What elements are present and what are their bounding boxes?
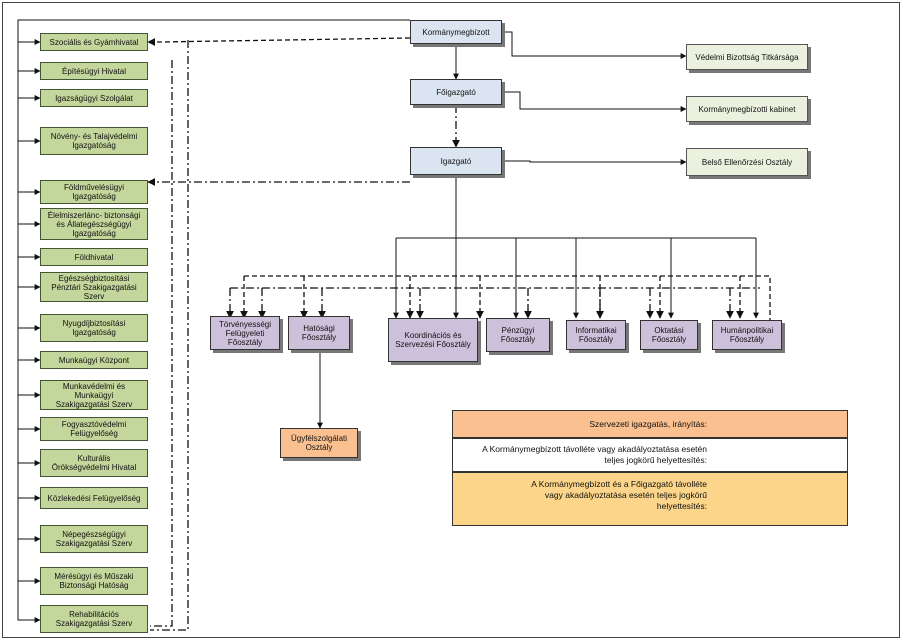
left-office-4: Földművelésügyi Igazgatóság [40, 180, 148, 204]
left-office-label: Szociális és Gyámhivatal [49, 37, 139, 47]
left-office-label: Igazságügyi Szolgálat [55, 93, 133, 103]
left-office-label: Mérésügyi és Műszaki Biztonsági Hatóság [54, 572, 134, 590]
ext-box-1: Kormánymegbízotti kabinet [686, 96, 808, 122]
department-4: Informatikai Főosztály [566, 320, 626, 350]
dashdot-left-trunk [150, 40, 189, 631]
left-office-0: Szociális és Gyámhivatal [40, 33, 148, 51]
department-0: Törvényességi Felügyeleti Főosztály [210, 316, 280, 350]
department-label: Koordinációs és Szervezési Főosztály [395, 331, 471, 349]
left-office-label: Kulturális Örökségvédelmi Hivatal [51, 454, 137, 472]
department-3: Pénzügyi Főosztály [486, 318, 550, 352]
left-office-label: Népegészségügyi Szakigazgatási Szerv [55, 530, 133, 548]
left-office-label: Közlekedési Felügyelőség [47, 493, 141, 503]
left-office-10: Munkavédelmi és Munkaügyi Szakigazgatási… [40, 380, 148, 410]
legend-text-solid: Szervezeti igazgatás, irányítás: [589, 419, 707, 429]
legend-row-dashed: A Kormánymegbízott távolléte vagy akadál… [452, 438, 848, 472]
department-label: Oktatási Főosztály [651, 326, 687, 344]
left-office-7: Egészségbiztosítási Pénztári Szakigazgat… [40, 272, 148, 302]
foig-to-kabinet [502, 91, 687, 112]
left-office-13: Közlekedési Felügyelőség [40, 487, 148, 509]
left-office-9: Munkaügyi Központ [40, 351, 148, 369]
main-trunk-line [17, 19, 410, 623]
legend-text-dashdot: A Kormánymegbízott és a Főigazgató távol… [531, 479, 707, 511]
left-office-label: Élelmiszerlánc- biztonsági és Állategész… [47, 210, 141, 238]
ext-label-1: Kormánymegbízotti kabinet [698, 104, 796, 114]
department-1: Hatósági Főosztály [288, 316, 350, 350]
department-label: Humánpolitikai Főosztály [720, 326, 774, 344]
ext-label-2: Belső Ellenőrzési Osztály [701, 157, 793, 167]
left-office-label: Nyugdíjbiztosítási Igazgatóság [62, 319, 126, 337]
ext-label-0: Védelmi Bizottság Titkársága [695, 52, 799, 62]
dashed-left-trunk [150, 60, 173, 627]
legend-text-dashed: A Kormánymegbízott távolléte vagy akadál… [482, 444, 707, 465]
left-office-12: Kulturális Örökségvédelmi Hivatal [40, 449, 148, 477]
left-office-label: Földhivatal [74, 252, 114, 262]
left-office-3: Növény- és Talajvédelmi Igazgatóság [40, 127, 148, 155]
department-label: Törvényességi Felügyeleti Főosztály [218, 319, 272, 347]
left-office-14: Népegészségügyi Szakigazgatási Szerv [40, 525, 148, 553]
kormanymegbizott-label: Kormánymegbízott [422, 27, 490, 37]
foigazgato-box: Főigazgató [410, 79, 502, 105]
department-5: Oktatási Főosztály [640, 320, 698, 350]
department-label: Hatósági Főosztály [301, 324, 337, 342]
sub-department-box: Ügyfélszolgálati Osztály [280, 428, 358, 458]
ext-box-2: Belső Ellenőrzési Osztály [686, 148, 808, 176]
legend-row-dashdot: A Kormánymegbízott és a Főigazgató távol… [452, 472, 848, 526]
kormanymegbizott-box: Kormánymegbízott [410, 20, 502, 44]
left-office-6: Földhivatal [40, 248, 148, 266]
ig-to-belso [502, 159, 687, 165]
left-office-label: Munkaügyi Központ [58, 355, 130, 365]
left-office-label: Egészségbiztosítási Pénztári Szakigazgat… [51, 273, 137, 301]
dashed-to-szoc [147, 37, 411, 46]
left-office-15: Mérésügyi és Műszaki Biztonsági Hatóság [40, 567, 148, 595]
left-office-label: Munkavédelmi és Munkaügyi Szakigazgatási… [55, 381, 133, 409]
sub-department-label: Ügyfélszolgálati Osztály [290, 434, 348, 452]
igazgato-box: Igazgató [410, 147, 502, 175]
left-office-2: Igazságügyi Szolgálat [40, 89, 148, 107]
department-label: Informatikai Főosztály [575, 326, 617, 344]
left-office-label: Építésügyi Hivatal [61, 66, 127, 76]
left-office-label: Fogyasztóvédelmi Felügyelőség [61, 420, 127, 438]
left-office-1: Építésügyi Hivatal [40, 62, 148, 80]
ext-box-0: Védelmi Bizottság Titkársága [686, 44, 808, 70]
left-office-8: Nyugdíjbiztosítási Igazgatóság [40, 314, 148, 342]
left-office-11: Fogyasztóvédelmi Felügyelőség [40, 417, 148, 441]
legend-row-solid: Szervezeti igazgatás, irányítás: [452, 410, 848, 438]
kmb-to-vbt [502, 31, 687, 59]
left-office-label: Földművelésügyi Igazgatóság [63, 183, 125, 201]
left-office-16: Rehabilitációs Szakigazgatási Szerv [40, 605, 148, 633]
department-6: Humánpolitikai Főosztály [712, 320, 782, 350]
left-office-label: Növény- és Talajvédelmi Igazgatóság [50, 132, 138, 150]
left-office-5: Élelmiszerlánc- biztonsági és Állategész… [40, 208, 148, 240]
foigazgato-label: Főigazgató [436, 87, 476, 97]
dashed-bus [244, 275, 771, 320]
left-office-label: Rehabilitációs Szakigazgatási Szerv [55, 610, 133, 628]
department-2: Koordinációs és Szervezési Főosztály [388, 318, 478, 362]
igazgato-label: Igazgató [440, 156, 472, 166]
department-label: Pénzügyi Főosztály [500, 326, 536, 344]
